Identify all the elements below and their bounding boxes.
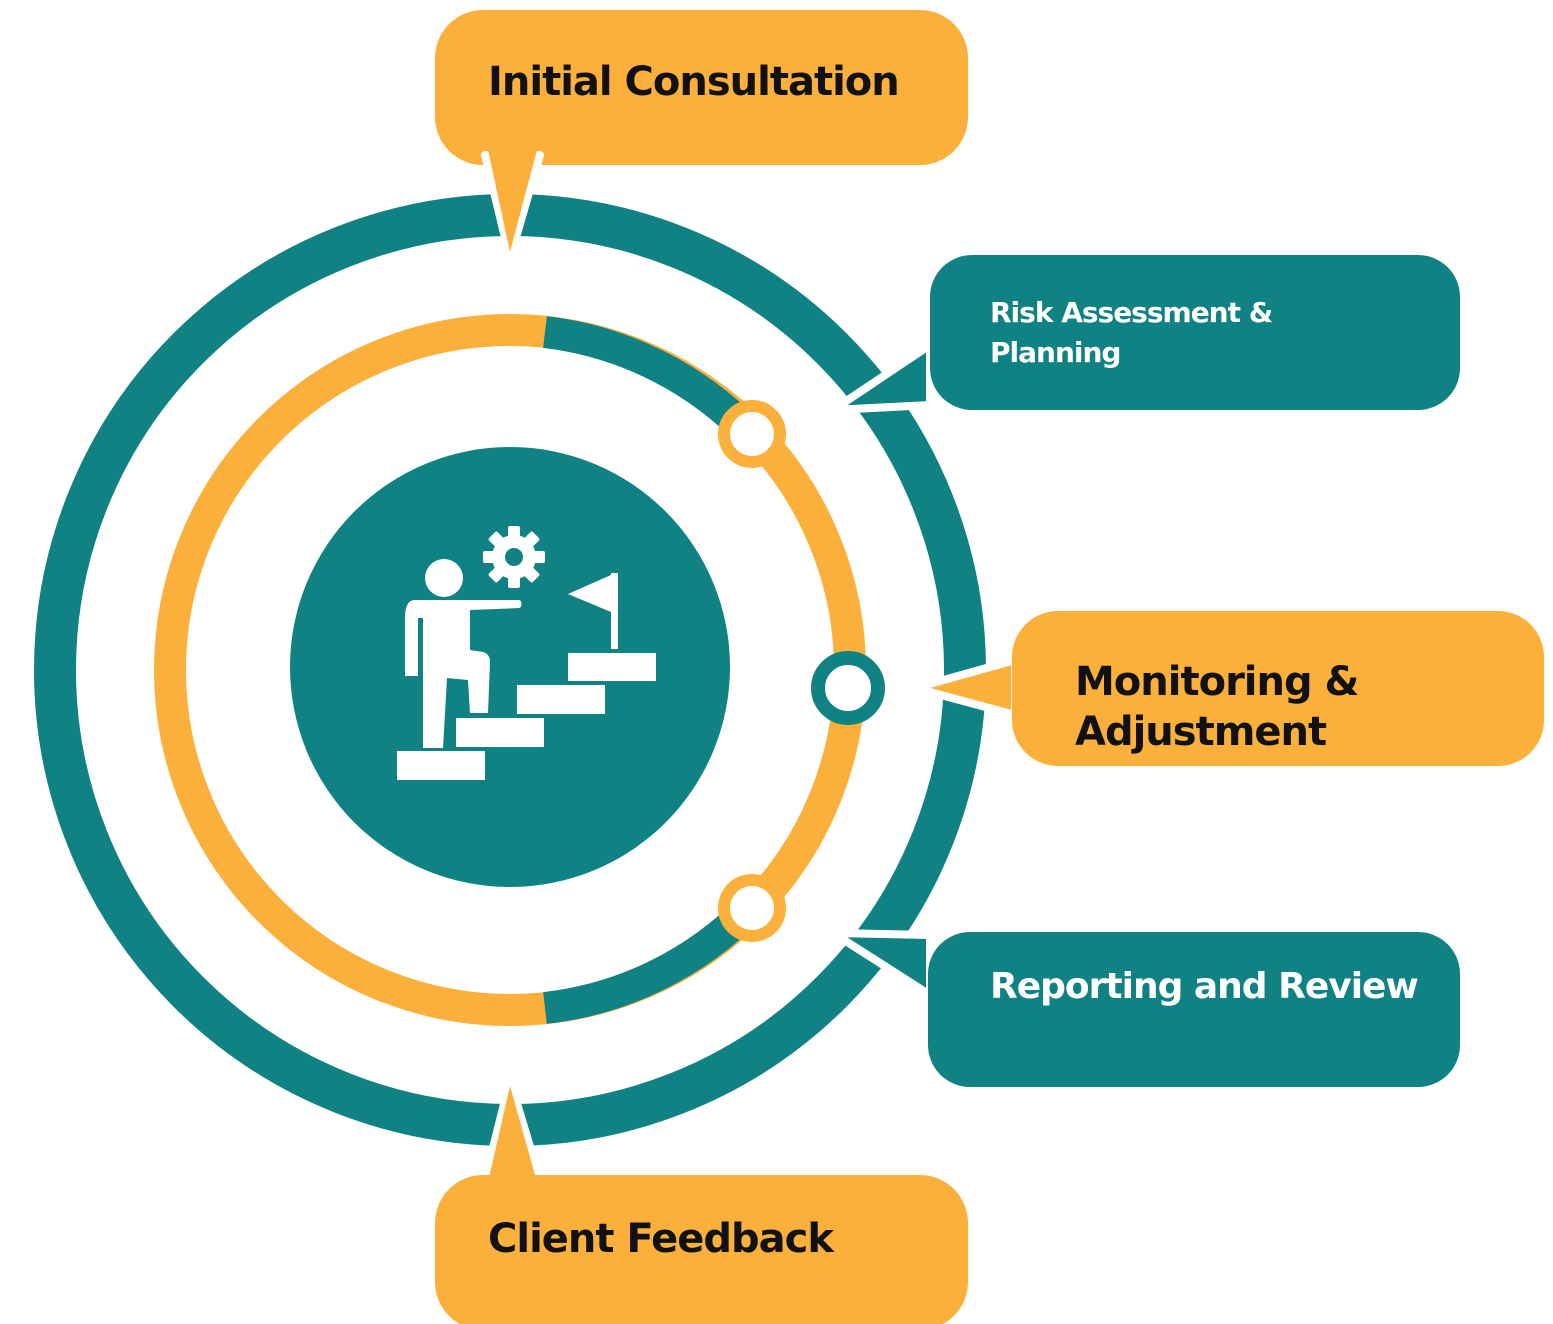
node-top: [718, 400, 786, 468]
monitoring-box: [1012, 611, 1544, 766]
step-client-feedback: Client Feedback: [435, 1076, 968, 1324]
risk-assessment-label-line1: Risk Assessment &: [990, 296, 1273, 329]
step-reporting: Reporting and Review: [829, 929, 1460, 1087]
client-feedback-box: [435, 1175, 968, 1324]
monitoring-label-line1: Monitoring &: [1075, 659, 1359, 705]
risk-assessment-label-line2: Planning: [990, 336, 1120, 369]
stair-step: [568, 653, 656, 681]
person-climbing-stairs-to-goal-icon: [397, 526, 656, 780]
step-initial-consultation: Initial Consultation: [435, 10, 968, 262]
client-feedback-label: Client Feedback: [488, 1216, 835, 1262]
risk-assessment-pointer: [829, 341, 934, 414]
stair-step: [456, 718, 544, 747]
gear-icon: [483, 526, 545, 588]
node-middle: [811, 651, 885, 725]
initial-consultation-box: [435, 10, 968, 165]
risk-assessment-box: [930, 255, 1460, 410]
stair-step: [517, 685, 605, 714]
node-bottom: [718, 874, 786, 942]
monitoring-label-line2: Adjustment: [1075, 709, 1327, 755]
reporting-box: [928, 932, 1460, 1087]
initial-consultation-label: Initial Consultation: [488, 59, 899, 105]
center-circle: [290, 447, 730, 887]
reporting-label: Reporting and Review: [990, 966, 1418, 1007]
person-figure: [405, 559, 522, 748]
stair-step: [397, 751, 485, 780]
flag-icon: [568, 573, 618, 649]
step-risk-assessment: Risk Assessment & Planning: [829, 255, 1460, 414]
step-monitoring: Monitoring & Adjustment: [911, 611, 1544, 766]
